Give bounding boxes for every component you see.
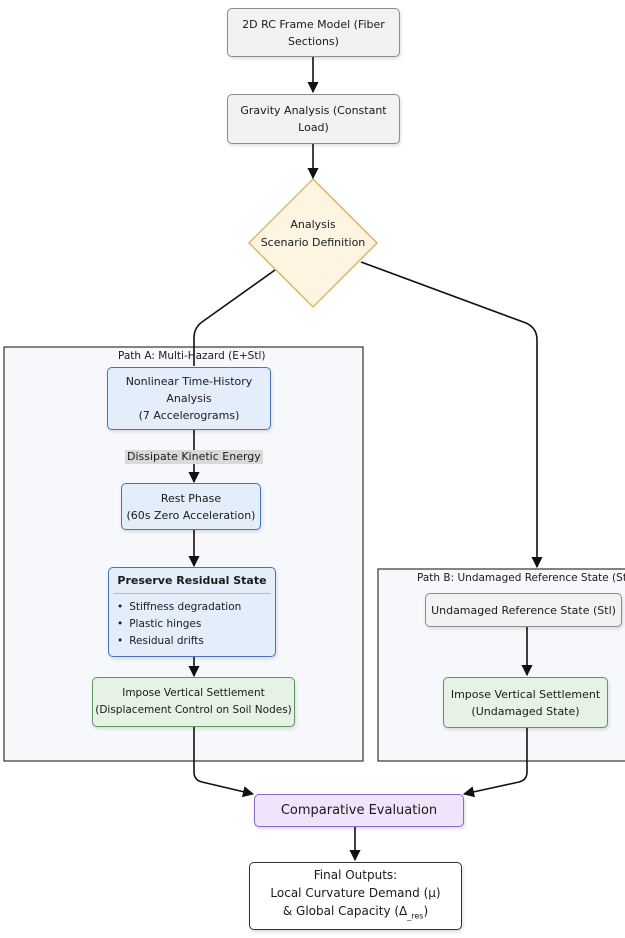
- gravity-line-1: Gravity Analysis (Constant: [240, 104, 387, 117]
- residual-divider: [113, 593, 271, 594]
- decision-diamond: [247, 177, 379, 309]
- final-line-1: Final Outputs:: [313, 868, 398, 883]
- rest-line-2: (60s Zero Acceleration): [126, 508, 256, 522]
- preserve-residual-state-node: Preserve Residual State • Stiffness degra…: [108, 567, 276, 657]
- residual-title: Preserve Residual State: [117, 574, 267, 587]
- residual-item: • Stiffness degradation: [117, 599, 241, 616]
- bullet-icon: •: [117, 601, 124, 613]
- settle-b-line-1: Impose Vertical Settlement: [450, 687, 601, 701]
- final-line-3-sub: _res: [407, 911, 424, 921]
- residual-item-text: Residual drifts: [129, 635, 204, 647]
- rest-line-1: Rest Phase: [160, 491, 222, 505]
- rest-phase-node: Rest Phase (60s Zero Acceleration): [121, 483, 261, 530]
- bullet-icon: •: [117, 618, 124, 630]
- settle-b-line-2: (Undamaged State): [471, 704, 580, 718]
- settle-a-line-1: Impose Vertical Settlement: [122, 687, 265, 699]
- scenario-line-1: Analysis: [290, 218, 336, 231]
- comparative-line-1: Comparative Evaluation: [280, 803, 438, 818]
- residual-item-text: Plastic hinges: [129, 618, 202, 630]
- undamaged-reference-node: Undamaged Reference State (Stl): [425, 593, 622, 627]
- nonlinear-time-history-node: Nonlinear Time-History Analysis (7 Accel…: [107, 367, 271, 430]
- settle-a-line-2: (Displacement Control on Soil Nodes): [95, 704, 292, 716]
- final-line-2: Local Curvature Demand (μ): [270, 886, 441, 901]
- settlement-path-a-node: Impose Vertical Settlement (Displacement…: [92, 677, 295, 727]
- undamaged-ref-line-1: Undamaged Reference State (Stl): [431, 603, 616, 617]
- frame-model-node: 2D RC Frame Model (Fiber Sections): [227, 8, 400, 57]
- gravity-line-2: Load): [298, 121, 329, 134]
- dissipate-energy-label: Dissipate Kinetic Energy: [125, 450, 263, 464]
- gravity-analysis-node: Gravity Analysis (Constant Load): [227, 94, 400, 144]
- edge-scenario-to-path-b: [360, 261, 543, 569]
- bullet-icon: •: [117, 635, 124, 647]
- residual-item: • Plastic hinges: [117, 616, 241, 633]
- nth-line-1: Nonlinear Time-History: [125, 375, 253, 388]
- final-line-3: & Global Capacity (Δ_res): [283, 902, 428, 925]
- nth-line-2: Analysis: [166, 392, 212, 405]
- frame-model-line-1: 2D RC Frame Model (Fiber: [242, 17, 385, 31]
- path-b-label: Path B: Undamaged Reference State (Stl): [417, 572, 625, 584]
- edge-settle-b-to-comparative: [462, 728, 528, 798]
- edge-settle-a-to-comparative: [193, 727, 255, 798]
- frame-model-line-2: Sections): [288, 34, 339, 48]
- scenario-label: Analysis Scenario Definition: [253, 216, 373, 252]
- path-a-label: Path A: Multi-Hazard (E+Stl): [118, 350, 266, 362]
- residual-list: • Stiffness degradation • Plastic hinges •…: [117, 599, 241, 650]
- comparative-evaluation-node: Comparative Evaluation: [254, 794, 464, 827]
- final-line-3-pre: & Global Capacity (Δ: [282, 904, 408, 919]
- final-outputs-node: Final Outputs: Local Curvature Demand (μ…: [249, 862, 462, 930]
- edge-scenario-to-path-a: [193, 269, 276, 366]
- residual-item-text: Stiffness degradation: [129, 601, 242, 613]
- final-line-3-post: ): [423, 904, 429, 919]
- scenario-line-2: Scenario Definition: [260, 236, 366, 249]
- settlement-path-b-node: Impose Vertical Settlement (Undamaged St…: [443, 677, 608, 728]
- residual-item: • Residual drifts: [117, 633, 241, 650]
- nth-line-3: (7 Accelerograms): [138, 409, 240, 422]
